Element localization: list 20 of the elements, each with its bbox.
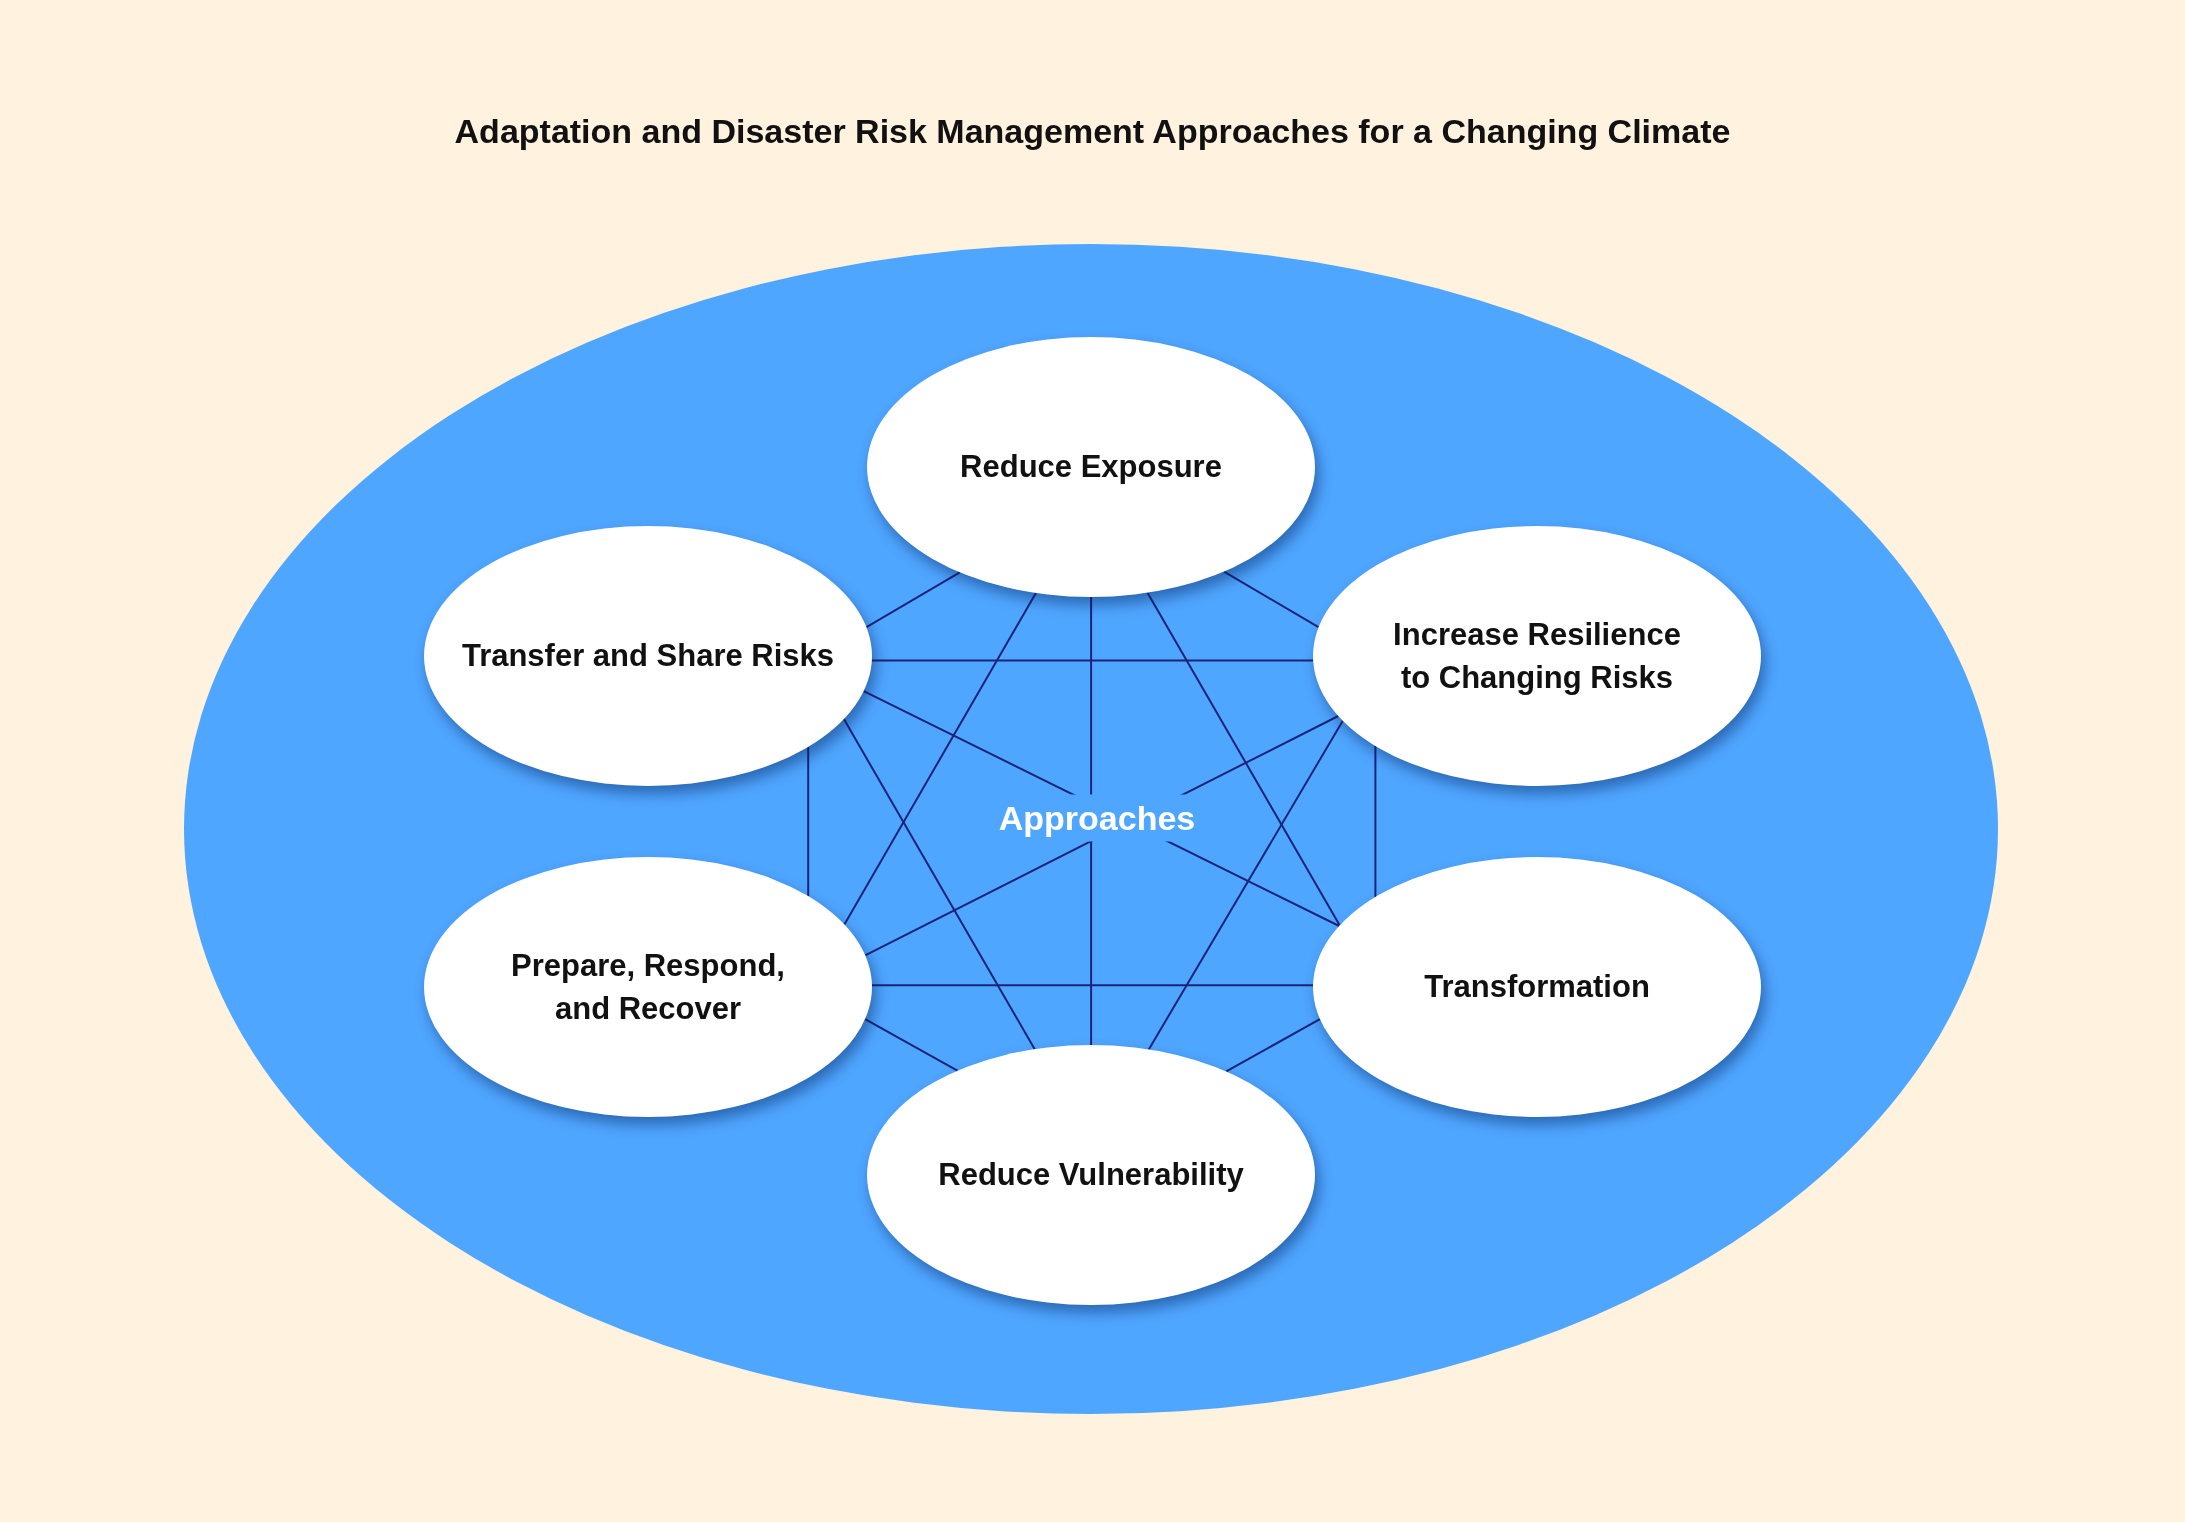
diagram-title: Adaptation and Disaster Risk Management Approaches for a Changing Climate [453, 112, 1732, 151]
connector-line [842, 718, 1036, 1051]
connector-line [1090, 596, 1093, 1046]
connector-line [807, 745, 810, 898]
ellipse-label: Reduce Vulnerability [937, 1156, 1245, 1195]
connector-line [865, 571, 961, 629]
connector-line [871, 984, 1314, 987]
connector-line [1225, 1018, 1321, 1073]
connector-line [1223, 570, 1320, 629]
ellipse-label: Prepare, Respond, and Recover [510, 946, 786, 1028]
connector-line [870, 659, 1315, 662]
connector-line [1147, 719, 1344, 1051]
connector-line [864, 1018, 959, 1072]
ellipse-label: Transformation [1423, 968, 1651, 1007]
connector-line [1374, 745, 1377, 898]
connector-line [843, 592, 1037, 926]
ellipse-label: Transfer and Share Risks [460, 637, 836, 676]
ellipse-label: Reduce Exposure [959, 448, 1223, 487]
connector-line [1146, 591, 1341, 927]
ellipse-label: Increase Resilience to Changing Risks [1392, 615, 1682, 697]
